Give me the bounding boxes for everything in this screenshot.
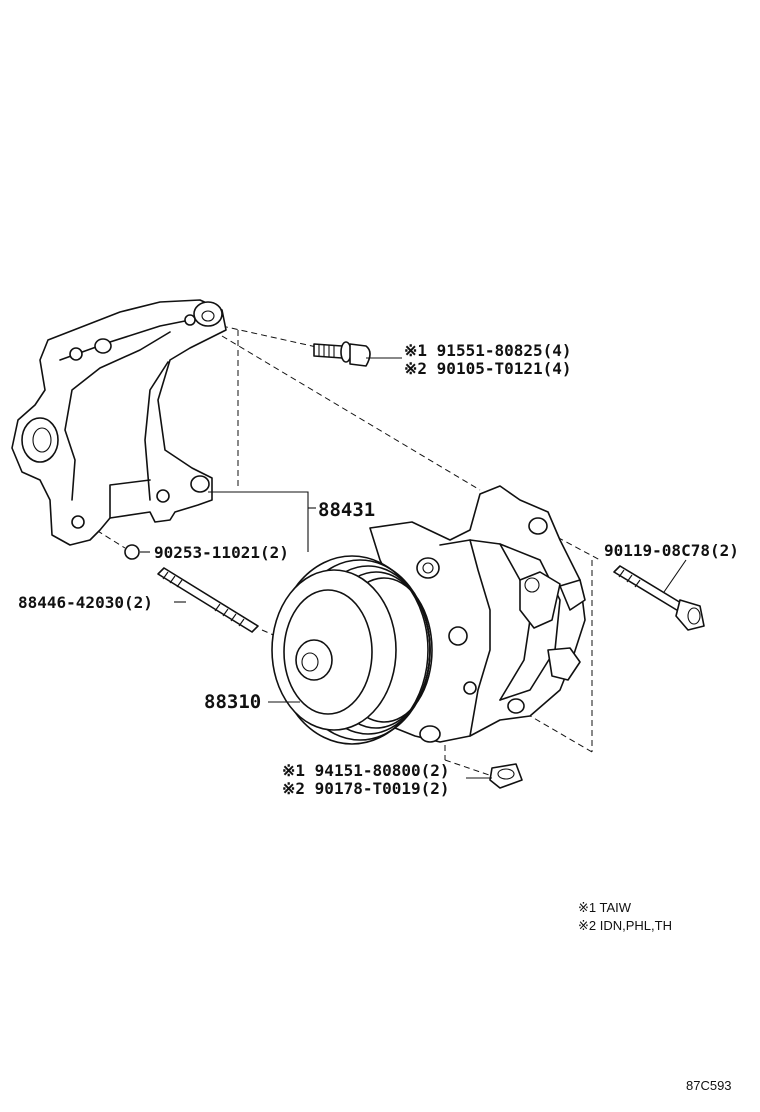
- legend-note-1: ※1 TAIW: [578, 900, 632, 915]
- leader-lines: [140, 357, 687, 779]
- bolt-b-label: 90119-08C78(2): [604, 541, 739, 560]
- nut-icon: [124, 544, 140, 560]
- bolt-a-label-1: ※1 91551-80825(4): [404, 341, 572, 360]
- nut-icon-bottom: [489, 763, 523, 789]
- bracket-label: 88431: [318, 499, 375, 521]
- nut-small-label: 90253-11021(2): [154, 543, 289, 562]
- nut-b-label-1: ※1 94151-80800(2): [282, 761, 450, 780]
- mounting-bracket-drawing: [11, 299, 227, 546]
- stud-label: 88446-42030(2): [18, 593, 153, 612]
- flange-bolt-icon: [313, 341, 371, 367]
- bolt-a-label-2: ※2 90105-T0121(4): [404, 359, 572, 378]
- legend-note-2: ※2 IDN,PHL,TH: [578, 918, 672, 933]
- compressor-label: 88310: [204, 691, 261, 713]
- compressor-drawing: [271, 485, 586, 745]
- diagram-code: 87C593: [686, 1078, 732, 1093]
- flange-bolt-icon-right: [613, 565, 705, 631]
- nut-b-label-2: ※2 90178-T0019(2): [282, 779, 450, 798]
- stud-bolt-icon: [157, 567, 259, 633]
